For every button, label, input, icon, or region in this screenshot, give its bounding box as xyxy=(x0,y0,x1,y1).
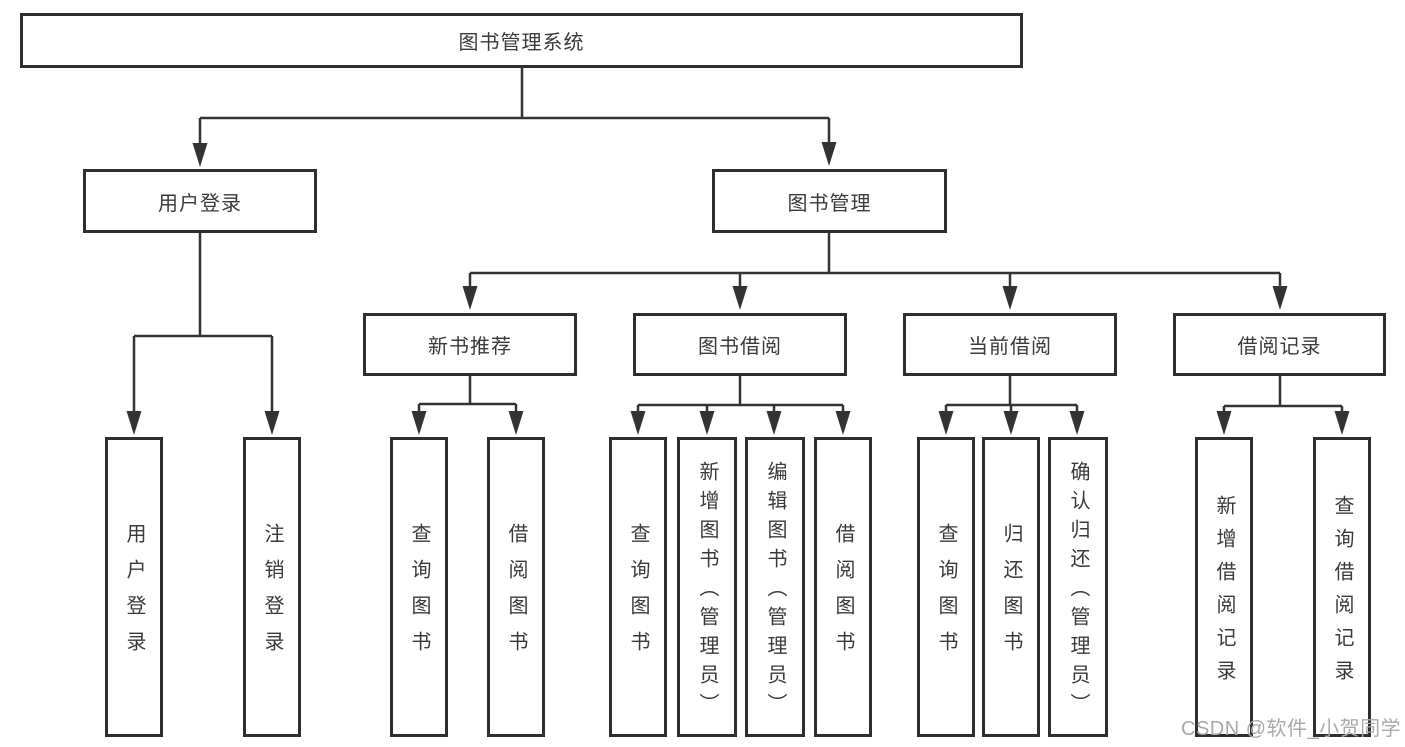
leaf-label: 新增借阅记录 xyxy=(1213,494,1235,693)
leaf-current-confirm-return-admin: 确认归还（管理员） xyxy=(1048,437,1108,737)
csdn-watermark: CSDN @软件_小贺同学 xyxy=(1181,718,1402,740)
node-book-borrowing: 图书借阅 xyxy=(633,313,847,376)
node-user-login: 用户登录 xyxy=(83,169,317,233)
node-label: 图书借阅 xyxy=(698,336,782,358)
node-book-management: 图书管理 xyxy=(712,169,947,233)
node-label: 新书推荐 xyxy=(428,336,512,358)
leaf-label: 注销登录 xyxy=(261,523,283,667)
leaf-label: 新增图书（管理员） xyxy=(696,461,718,722)
node-current-borrowing: 当前借阅 xyxy=(903,313,1117,376)
leaf-current-return-books: 归还图书 xyxy=(982,437,1040,737)
leaf-records-add-record: 新增借阅记录 xyxy=(1195,437,1253,737)
node-label: 借阅记录 xyxy=(1237,336,1322,358)
leaf-records-query-record: 查询借阅记录 xyxy=(1313,437,1371,737)
node-label: 用户登录 xyxy=(158,192,242,215)
leaf-label: 查询借阅记录 xyxy=(1331,494,1353,693)
leaf-recommend-borrow-books: 借阅图书 xyxy=(487,437,545,737)
leaf-label: 借阅图书 xyxy=(505,523,527,667)
leaf-borrowing-query-books: 查询图书 xyxy=(609,437,667,737)
leaf-borrowing-edit-books-admin: 编辑图书（管理员） xyxy=(745,437,805,737)
leaf-label: 确认归还（管理员） xyxy=(1067,461,1089,722)
leaf-label: 编辑图书（管理员） xyxy=(764,461,786,722)
leaf-borrowing-add-books-admin: 新增图书（管理员） xyxy=(677,437,737,737)
leaf-recommend-query-books: 查询图书 xyxy=(390,437,448,737)
leaf-current-query-books: 查询图书 xyxy=(917,437,975,737)
leaf-label: 用户登录 xyxy=(123,523,145,667)
leaf-label: 查询图书 xyxy=(408,523,430,667)
arrowheads xyxy=(126,142,1350,435)
node-label: 图书管理 xyxy=(787,192,872,215)
leaf-label: 查询图书 xyxy=(627,523,649,667)
leaf-label: 查询图书 xyxy=(935,523,957,667)
leaf-label: 归还图书 xyxy=(1000,523,1022,667)
node-label: 当前借阅 xyxy=(968,336,1052,358)
leaf-borrowing-borrow-books: 借阅图书 xyxy=(814,437,872,737)
leaf-user-login: 用户登录 xyxy=(105,437,163,737)
node-label: 图书管理系统 xyxy=(458,32,585,54)
node-library-management-system: 图书管理系统 xyxy=(20,13,1023,68)
node-borrowing-records: 借阅记录 xyxy=(1173,313,1386,376)
node-new-book-recommendation: 新书推荐 xyxy=(363,313,577,376)
leaf-label: 借阅图书 xyxy=(832,523,854,667)
leaf-user-logout: 注销登录 xyxy=(243,437,301,737)
